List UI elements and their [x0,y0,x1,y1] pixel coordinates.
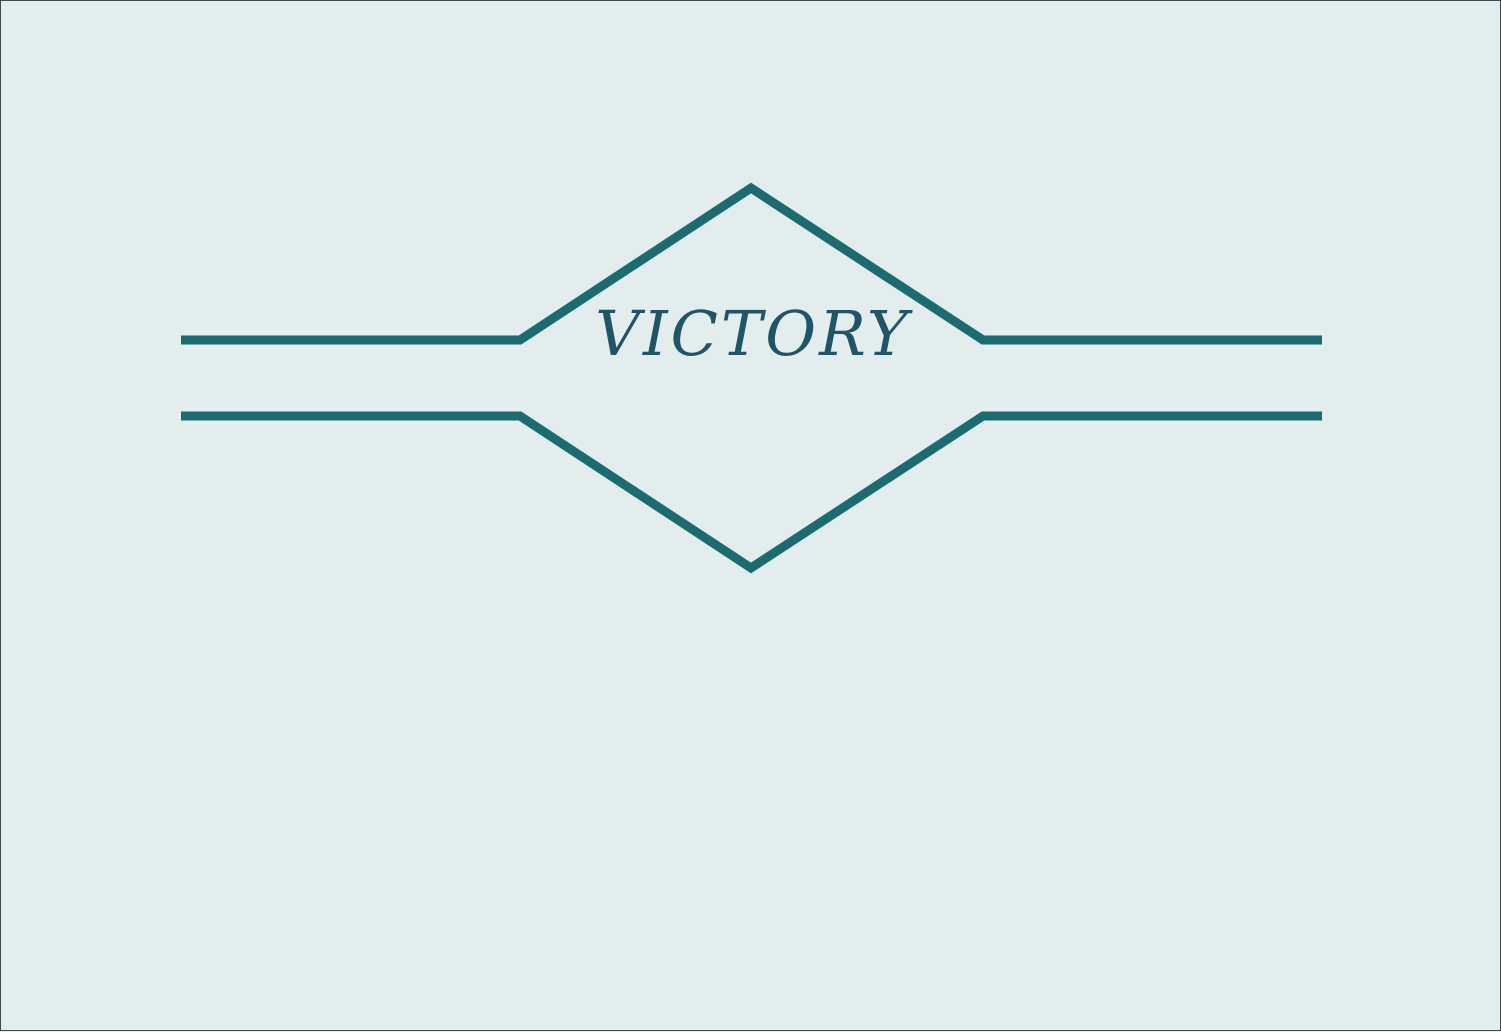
banner-bottom-line [181,411,1322,574]
victory-title: VICTORY [595,297,913,370]
banner-top-line [181,182,1322,345]
